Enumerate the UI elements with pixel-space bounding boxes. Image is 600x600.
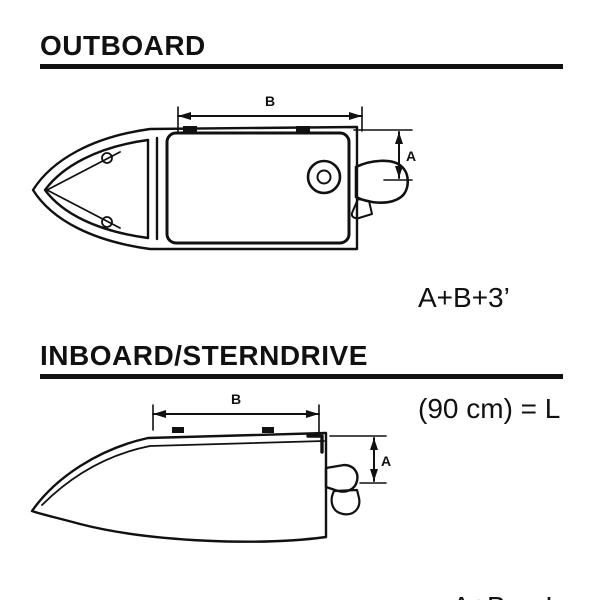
outboard-boat-top-view-drawing <box>31 125 410 251</box>
outboard-b-dimension: B <box>177 93 363 132</box>
section-title-outboard: OUTBOARD <box>40 30 206 61</box>
inboard-b-dimension: B <box>152 391 320 434</box>
dim-arrow-down-icon <box>395 166 403 178</box>
inboard-boat-side-view-drawing <box>30 427 361 543</box>
outboard-formula: A+B+3’ (90 cm) = L <box>418 205 560 501</box>
outboard-dim-b-label: B <box>265 93 275 109</box>
dim-arrow-up-icon <box>395 132 403 144</box>
outboard-a-dimension: A <box>353 129 416 181</box>
dim-arrow-left-icon <box>178 112 191 120</box>
inboard-dim-a-label: A <box>381 453 391 469</box>
dim-arrow-right-icon <box>349 112 362 120</box>
inboard-diagram: B A <box>30 391 391 543</box>
outboard-diagram: B A <box>31 93 416 251</box>
dim-arrow-left-icon <box>153 410 166 418</box>
dim-arrow-right-icon <box>306 410 319 418</box>
outboard-title-rule <box>40 64 563 69</box>
outboard-formula-line2: (90 cm) = L <box>418 393 561 424</box>
inboard-formula-line1: A+B = L <box>452 588 561 600</box>
dim-arrow-up-icon <box>370 438 378 450</box>
inboard-formula: A+B = L <box>452 514 561 600</box>
outboard-formula-line1: A+B+3’ <box>418 282 510 313</box>
inboard-title-rule <box>40 374 563 379</box>
section-title-inboard: INBOARD/STERNDRIVE <box>40 340 368 371</box>
inboard-a-dimension: A <box>329 435 391 484</box>
outboard-dim-a-label: A <box>406 148 416 164</box>
dim-arrow-down-icon <box>370 469 378 481</box>
inboard-dim-b-label: B <box>231 391 241 407</box>
